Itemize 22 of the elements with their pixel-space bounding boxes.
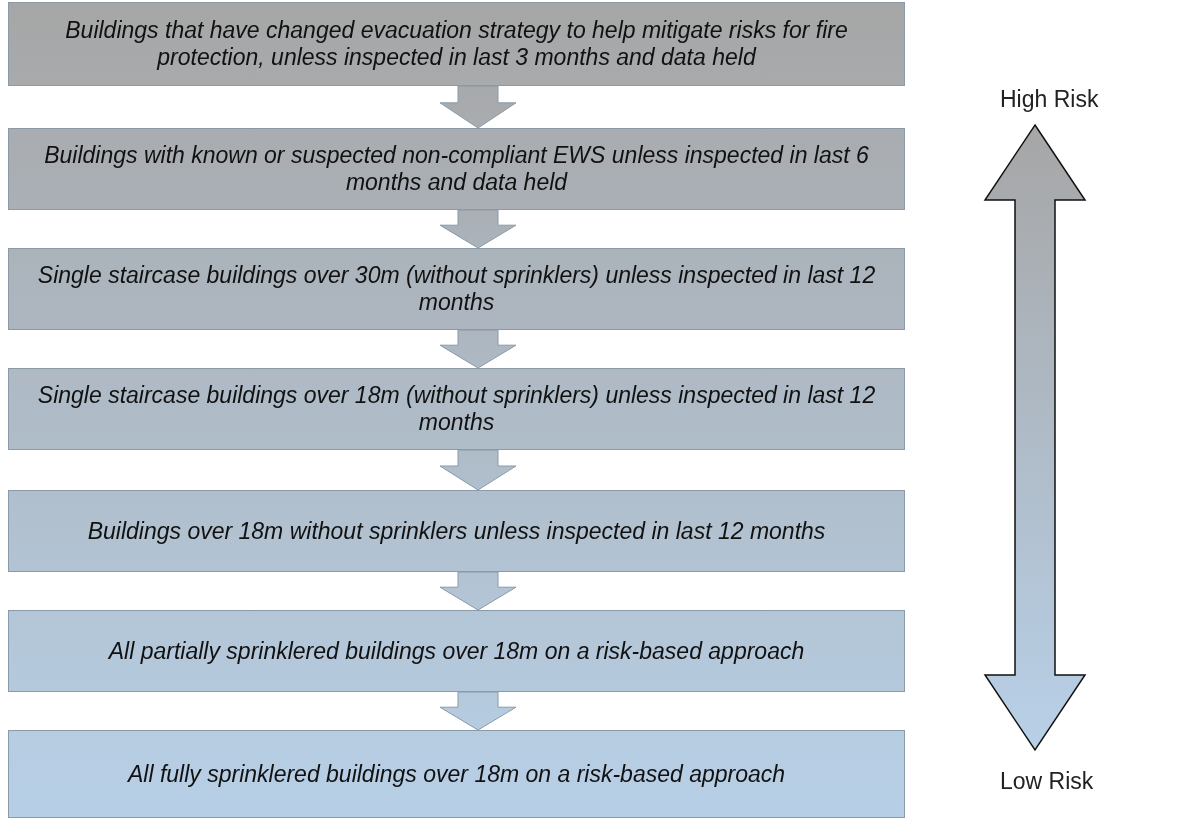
process-box [8, 128, 905, 210]
down-block-arrow [439, 449, 517, 491]
box-text: All partially sprinklered buildings over 18m on a risk-based approach [108, 637, 805, 665]
box-text: Buildings that have changed evacuation strategy to help mitigate risks for fire protection, unless inspected in last 3 months and data held [64, 17, 849, 71]
process-box [8, 610, 905, 692]
risk-label: Low Risk [1000, 768, 1094, 795]
down-block-arrow [439, 209, 517, 249]
down-block-arrow [439, 85, 517, 129]
process-box [8, 490, 905, 572]
box-text: Single staircase buildings over 30m (without sprinklers) unless inspected in last 12 months [36, 262, 877, 316]
process-box [8, 248, 905, 330]
down-block-arrow [439, 571, 517, 611]
process-box [8, 2, 905, 86]
box-text: Single staircase buildings over 18m (without sprinklers) unless inspected in last 12 months [36, 382, 877, 436]
down-block-arrow [439, 691, 517, 731]
box-text: All fully sprinklered buildings over 18m on a risk-based approach [127, 760, 786, 788]
process-box [8, 730, 905, 818]
process-box [8, 368, 905, 450]
box-text: Buildings with known or suspected non-compliant EWS unless inspected in last 6 months and data held [43, 142, 870, 196]
down-block-arrow [439, 329, 517, 369]
box-text: Buildings over 18m without sprinklers unless inspected in last 12 months [87, 517, 826, 545]
risk-label: High Risk [1000, 86, 1099, 113]
